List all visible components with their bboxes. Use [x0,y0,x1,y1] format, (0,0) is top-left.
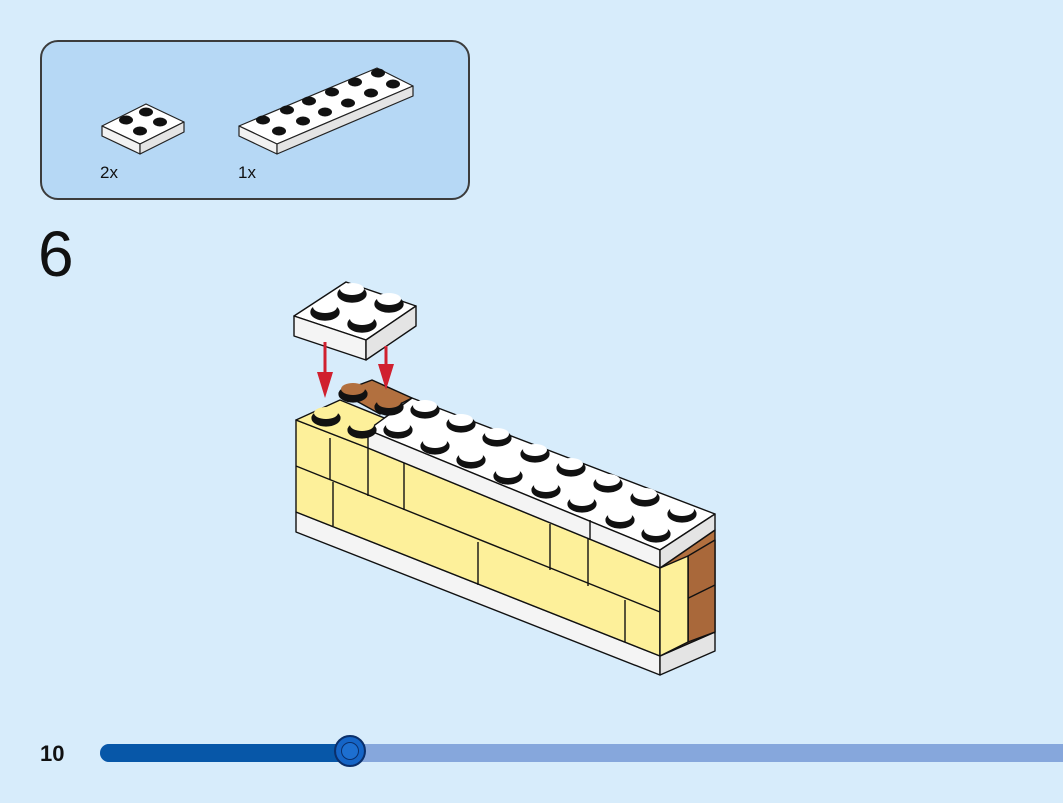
part-count-2x6: 1x [238,163,256,182]
progress-knob [334,735,367,767]
placement-arrows [317,342,394,398]
step-number: 6 [38,218,74,290]
plate-2x2-white-icon [101,103,185,155]
white-plate-studs [383,400,697,543]
progress-fill [100,744,351,762]
parts-callout: 2x 1x [40,40,470,200]
plate-2x6-white-icon [238,67,414,155]
plate-2x2-falling [293,281,417,361]
target-studs [311,383,404,439]
part-count-2x2: 2x [100,163,118,182]
page-number: 10 [40,741,65,766]
progress-track [100,735,1063,767]
